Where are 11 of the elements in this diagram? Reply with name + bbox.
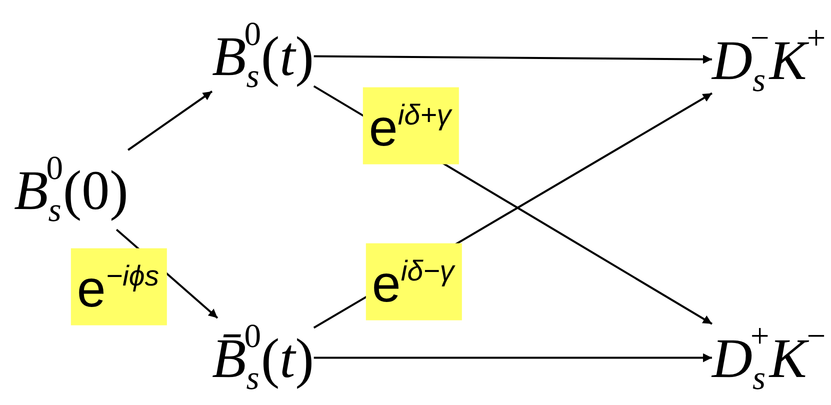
edge-label: e$^{−iϕs}$ — [70, 248, 168, 326]
edge-label: e$^{iδ−γ}$ — [366, 243, 462, 321]
particle-state: B$_{s}$$^{0}$(t) — [212, 16, 314, 96]
particle-state: D$_{s}$$^{+}$K$^{−}$ — [712, 318, 826, 398]
edge-label: e$^{iδ+γ}$ — [362, 87, 460, 165]
arrow — [128, 90, 213, 151]
arrow — [314, 54, 712, 64]
particle-state: B̄$_{s}$$^{0}$(t) — [212, 318, 314, 398]
particle-state: B$_{s}$$^{0}$(0) — [14, 150, 128, 230]
particle-state: D$_{s}$$^{−}$K$^{+}$ — [712, 20, 826, 100]
arrow — [314, 353, 712, 362]
